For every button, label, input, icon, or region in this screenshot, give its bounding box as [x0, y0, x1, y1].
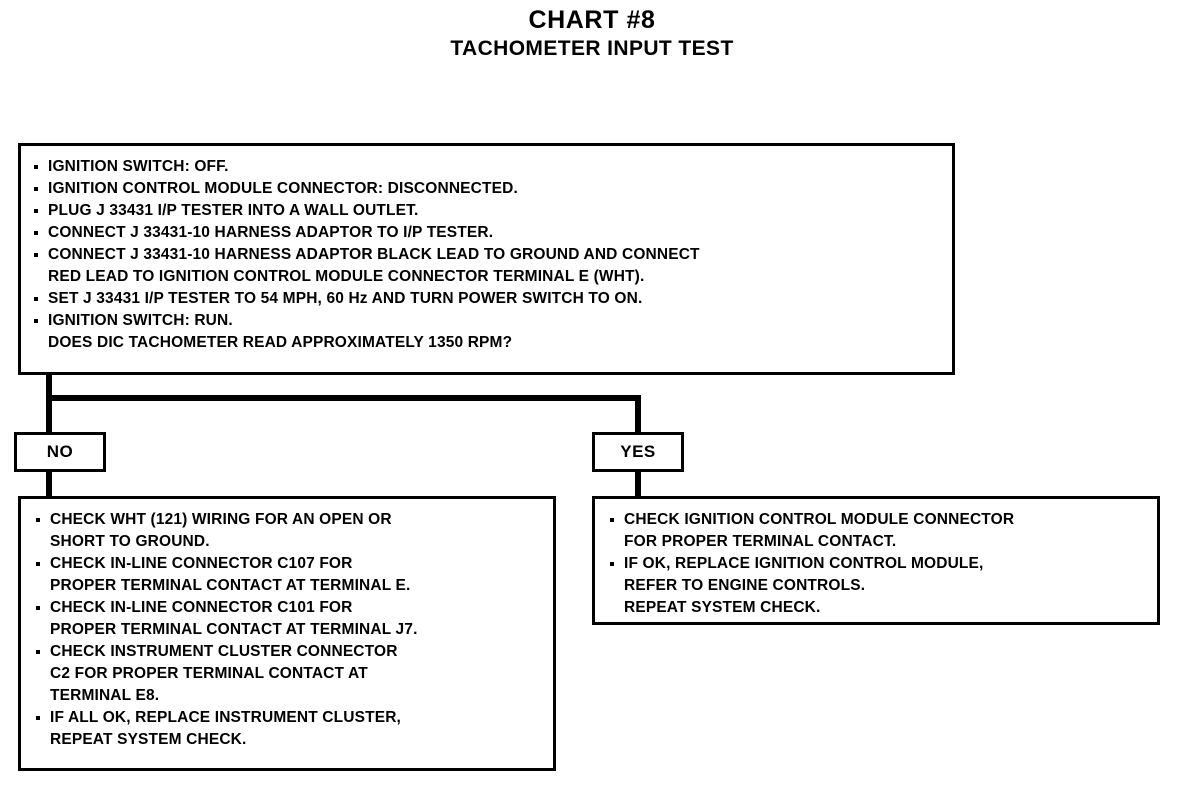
bullet-line: SET J 33431 I/P TESTER TO 54 MPH, 60 Hz … [48, 290, 643, 307]
bullet-line: CONNECT J 33431-10 HARNESS ADAPTOR TO I/… [48, 224, 494, 241]
connector-to-yes-box [635, 395, 641, 435]
bullet-line: CHECK IN-LINE CONNECTOR C101 FOR [50, 599, 353, 616]
decision-no-box[interactable]: NO [14, 432, 106, 472]
page-title: CHART #8 [528, 6, 656, 34]
bullet-line: FOR PROPER TERMINAL CONTACT. [624, 533, 897, 550]
bullet-item: IGNITION SWITCH: OFF. [31, 156, 700, 178]
bullet-item: CHECK IGNITION CONTROL MODULE CONNECTOR F… [607, 509, 1014, 553]
bullet-line: C2 FOR PROPER TERMINAL CONTACT AT [50, 665, 368, 682]
bullet-line: TERMINAL E8. [50, 687, 160, 704]
bullet-line: IF ALL OK, REPLACE INSTRUMENT CLUSTER, [50, 709, 402, 726]
bullet-line: PLUG J 33431 I/P TESTER INTO A WALL OUTL… [48, 202, 419, 219]
bullet-item: PLUG J 33431 I/P TESTER INTO A WALL OUTL… [31, 200, 700, 222]
test-conditions-box: IGNITION SWITCH: OFF. IGNITION CONTROL MO… [18, 143, 955, 375]
bullet-line: CONNECT J 33431-10 HARNESS ADAPTOR BLACK… [48, 246, 700, 263]
bullet-line: CHECK WHT (121) WIRING FOR AN OPEN OR [50, 511, 392, 528]
test-conditions-list: IGNITION SWITCH: OFF. IGNITION CONTROL MO… [31, 156, 700, 354]
bullet-line: RED LEAD TO IGNITION CONTROL MODULE CONN… [48, 268, 645, 285]
bullet-item: IF OK, REPLACE IGNITION CONTROL MODULE, R… [607, 553, 1014, 619]
bullet-item: IGNITION SWITCH: RUN. DOES DIC TACHOMETER… [31, 310, 700, 354]
bullet-line: PROPER TERMINAL CONTACT AT TERMINAL J7. [50, 621, 418, 638]
connector-branch-horizontal [46, 395, 641, 401]
decision-yes-box[interactable]: YES [592, 432, 684, 472]
bullet-line: SHORT TO GROUND. [50, 533, 210, 550]
bullet-line: IGNITION CONTROL MODULE CONNECTOR: DISCO… [48, 180, 518, 197]
bullet-item: CHECK WHT (121) WIRING FOR AN OPEN OR SHO… [33, 509, 418, 553]
bullet-item: CHECK IN-LINE CONNECTOR C101 FOR PROPER T… [33, 597, 418, 641]
bullet-item: CONNECT J 33431-10 HARNESS ADAPTOR BLACK… [31, 244, 700, 288]
bullet-line: REPEAT SYSTEM CHECK. [624, 599, 821, 616]
bullet-line: IF OK, REPLACE IGNITION CONTROL MODULE, [624, 555, 984, 572]
decision-yes-label: YES [620, 442, 656, 461]
connector-no-to-results [46, 470, 52, 498]
chart-title-block: CHART #8 TACHOMETER INPUT TEST [0, 6, 1184, 62]
bullet-line: IGNITION SWITCH: RUN. [48, 312, 233, 329]
connector-yes-to-results [635, 470, 641, 498]
bullet-item: SET J 33431 I/P TESTER TO 54 MPH, 60 Hz … [31, 288, 700, 310]
bullet-item: CHECK INSTRUMENT CLUSTER CONNECTOR C2 FOR… [33, 641, 418, 707]
connector-main-down [46, 375, 52, 401]
bullet-line: CHECK INSTRUMENT CLUSTER CONNECTOR [50, 643, 398, 660]
no-branch-actions-list: CHECK WHT (121) WIRING FOR AN OPEN OR SHO… [33, 509, 418, 751]
yes-branch-actions-box: CHECK IGNITION CONTROL MODULE CONNECTOR F… [592, 496, 1160, 625]
bullet-item: IF ALL OK, REPLACE INSTRUMENT CLUSTER, RE… [33, 707, 418, 751]
bullet-line: IGNITION SWITCH: OFF. [48, 158, 229, 175]
bullet-line: REFER TO ENGINE CONTROLS. [624, 577, 866, 594]
bullet-line: PROPER TERMINAL CONTACT AT TERMINAL E. [50, 577, 411, 594]
bullet-line: CHECK IN-LINE CONNECTOR C107 FOR [50, 555, 353, 572]
connector-to-no-box [46, 395, 52, 435]
no-branch-actions-box: CHECK WHT (121) WIRING FOR AN OPEN OR SHO… [18, 496, 556, 771]
page-subtitle: TACHOMETER INPUT TEST [450, 37, 734, 60]
decision-no-label: NO [46, 442, 74, 461]
bullet-item: CHECK IN-LINE CONNECTOR C107 FOR PROPER T… [33, 553, 418, 597]
bullet-item: CONNECT J 33431-10 HARNESS ADAPTOR TO I/… [31, 222, 700, 244]
bullet-item: IGNITION CONTROL MODULE CONNECTOR: DISCO… [31, 178, 700, 200]
bullet-line: REPEAT SYSTEM CHECK. [50, 731, 247, 748]
yes-branch-actions-list: CHECK IGNITION CONTROL MODULE CONNECTOR F… [607, 509, 1014, 619]
bullet-line: CHECK IGNITION CONTROL MODULE CONNECTOR [624, 511, 1015, 528]
bullet-line: DOES DIC TACHOMETER READ APPROXIMATELY 1… [48, 334, 513, 351]
